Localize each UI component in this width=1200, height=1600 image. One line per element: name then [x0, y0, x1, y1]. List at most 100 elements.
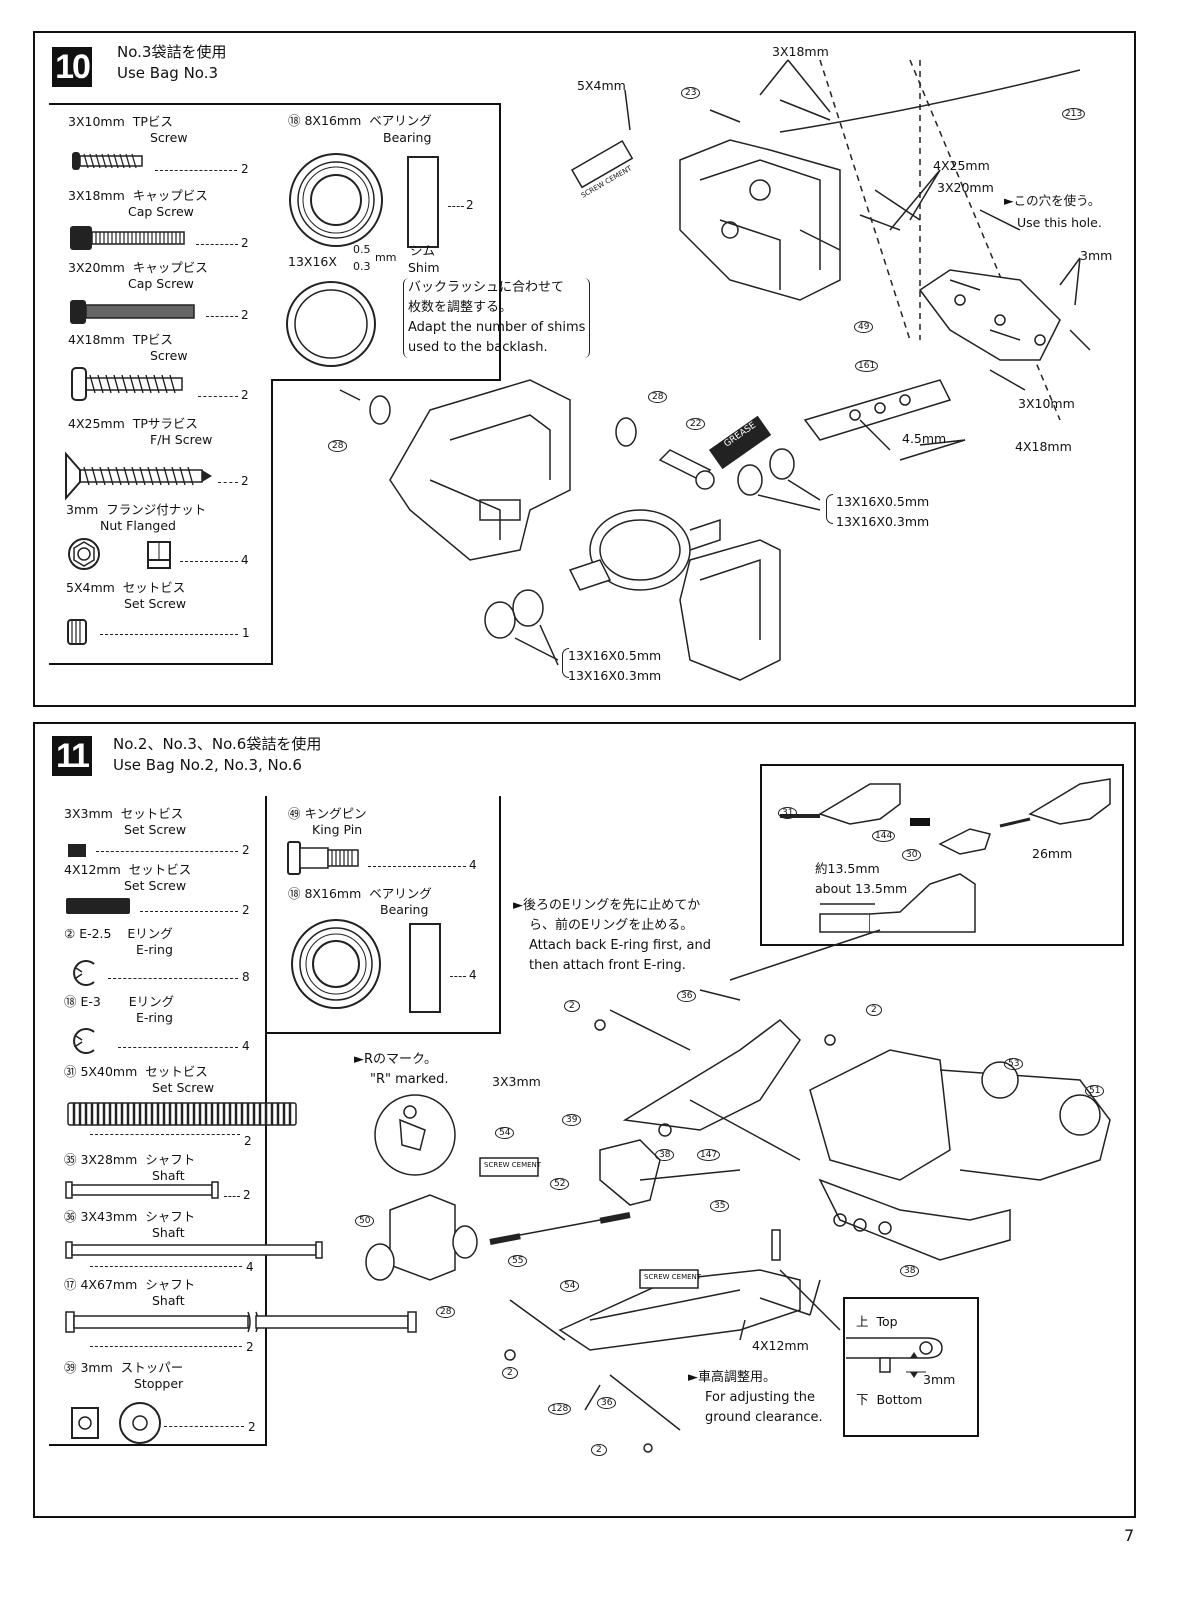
part-num-54b: 54 [560, 1280, 580, 1292]
label-5x4: 5X4mm [577, 78, 626, 93]
part-qty: 2 [246, 1340, 254, 1354]
part-label: 3X18mm キャップビス [68, 188, 208, 203]
part-num-36a: 36 [677, 990, 697, 1002]
part-num-128: 128 [548, 1403, 572, 1415]
kingpin-label: ㊾ キングピン [288, 806, 367, 821]
part-label-en: Shaft [152, 1168, 185, 1183]
backlash-note: バックラッシュに合わせて 枚数を調整する。 Adapt the number o… [403, 278, 591, 358]
part-label-en: E-ring [136, 942, 173, 957]
label-3x20: 3X20mm [937, 180, 994, 195]
flanged-nut-icon [68, 538, 171, 570]
shim-size: 13X16X [288, 254, 337, 269]
label-3mm: 3mm [1080, 248, 1113, 263]
part-num-49: 49 [854, 321, 874, 333]
height-3mm-label: 3mm [923, 1372, 956, 1387]
e-ring-icon [73, 960, 95, 986]
top-label: 上 Top [856, 1314, 898, 1329]
part-label: ㉛ 5X40mm セットビス [64, 1064, 208, 1079]
tp-screw-icon [71, 367, 183, 401]
step11-assembly-diagram [365, 929, 1111, 1453]
part-num-38b: 38 [900, 1265, 920, 1277]
inset-label-26mm: 26mm [1032, 846, 1073, 861]
label-4x12: 4X12mm [752, 1338, 809, 1353]
step11-header-en: Use Bag No.2, No.3, No.6 [113, 756, 302, 774]
inset-num-31: 31 [778, 807, 798, 819]
part-num-35: 35 [710, 1200, 730, 1212]
part-label: 4X18mm TPビス [68, 332, 173, 347]
part-num-53: 53 [1004, 1058, 1024, 1070]
part-num-39: 39 [562, 1114, 582, 1126]
part-label: 4X12mm セットビス [64, 862, 192, 877]
part-label-en: Stopper [134, 1376, 184, 1391]
part-qty: 2 [243, 1188, 251, 1202]
part-label: ㊴ 3mm ストッパー [64, 1360, 184, 1375]
part-label-en: Set Screw [124, 878, 187, 893]
part-qty: 2 [241, 236, 249, 250]
label-4x18: 4X18mm [1015, 439, 1072, 454]
part-num-50: 50 [355, 1215, 375, 1227]
part-label-en: Cap Screw [128, 204, 194, 219]
bearing-icon [289, 153, 383, 247]
part-label-en: Shaft [152, 1225, 185, 1240]
shaft-icon [65, 1181, 219, 1199]
part-label: 4X25mm TPサラビス [68, 416, 198, 431]
part-label: 3mm フランジ付ナット [66, 502, 207, 517]
label-4-5mm: 4.5mm [902, 431, 947, 446]
step10-assembly-diagram [339, 59, 1091, 681]
part-label: 5X4mm セットビス [66, 580, 186, 595]
part-num-2c: 2 [502, 1367, 518, 1379]
part-label: ㉟ 3X28mm シャフト [64, 1152, 196, 1167]
part-num-52: 52 [550, 1178, 570, 1190]
inset-num-30: 30 [902, 849, 922, 861]
step11-header-jp: No.2、No.3、No.6袋詰を使用 [113, 735, 322, 753]
long-set-screw-icon [67, 1102, 297, 1126]
part-num-213: 213 [1062, 108, 1086, 120]
shim-jp: シム [410, 243, 436, 258]
shaft-icon [65, 1241, 323, 1259]
part-label-en: Screw [150, 130, 188, 145]
part-qty: 2 [241, 388, 249, 402]
shim-label-b1: 13X16X0.5mm [568, 648, 662, 663]
shim-label-b2: 13X16X0.3mm [568, 668, 662, 683]
part-num-2d: 2 [591, 1444, 607, 1456]
part-qty: 2 [242, 903, 250, 917]
bearing-qty: 2 [466, 198, 474, 212]
part-label: 3X3mm セットビス [64, 806, 184, 821]
step10-header: No.3袋詰を使用 Use Bag No.3 [117, 42, 226, 84]
part-qty: 2 [248, 1420, 256, 1434]
part-label-en: Shaft [152, 1293, 185, 1308]
part-qty: 2 [241, 474, 249, 488]
label-3x18: 3X18mm [772, 44, 829, 59]
screw-cement-label-a: SCREW CEMENT [484, 1161, 542, 1169]
label-3x10: 3X10mm [1018, 396, 1075, 411]
set-screw-icon [67, 619, 87, 645]
part-num-28a: 28 [328, 440, 348, 452]
part-num-51: 51 [1085, 1085, 1105, 1097]
part-label-en: F/H Screw [150, 432, 213, 447]
part-num-23: 23 [681, 87, 701, 99]
part-label-en: Cap Screw [128, 276, 194, 291]
hole-note-en: Use this hole. [1017, 215, 1102, 230]
shim-label-a2: 13X16X0.3mm [836, 514, 930, 529]
bearing-side-icon [407, 156, 439, 248]
part-qty: 2 [244, 1134, 252, 1148]
part-label: ⑰ 4X67mm シャフト [64, 1277, 196, 1292]
e-ring-icon [73, 1028, 95, 1054]
step10-number: 10 [52, 47, 92, 87]
inset-num-144: 144 [872, 830, 896, 842]
part-num-28: 28 [436, 1306, 456, 1318]
part-num-36b: 36 [597, 1397, 617, 1409]
part-num-38a: 38 [655, 1149, 675, 1161]
part-qty: 1 [242, 626, 250, 640]
label-3x3: 3X3mm [492, 1074, 541, 1089]
part-label-en: E-ring [136, 1010, 173, 1025]
inset-about-en: about 13.5mm [815, 881, 908, 896]
bearing-label: ⑱ 8X16mm ベアリング [288, 886, 432, 901]
step10-box-top [49, 103, 499, 105]
screw-cement-label-b: SCREW CEMENT [644, 1273, 702, 1281]
part-num-28b: 28 [648, 391, 668, 403]
ering-note: ►後ろのEリングを先に止めてか ら、前のEリングを止める。 Attach bac… [513, 898, 711, 973]
part-qty: 4 [241, 553, 249, 567]
part-num-161: 161 [855, 360, 879, 372]
part-label-en: Set Screw [124, 596, 187, 611]
